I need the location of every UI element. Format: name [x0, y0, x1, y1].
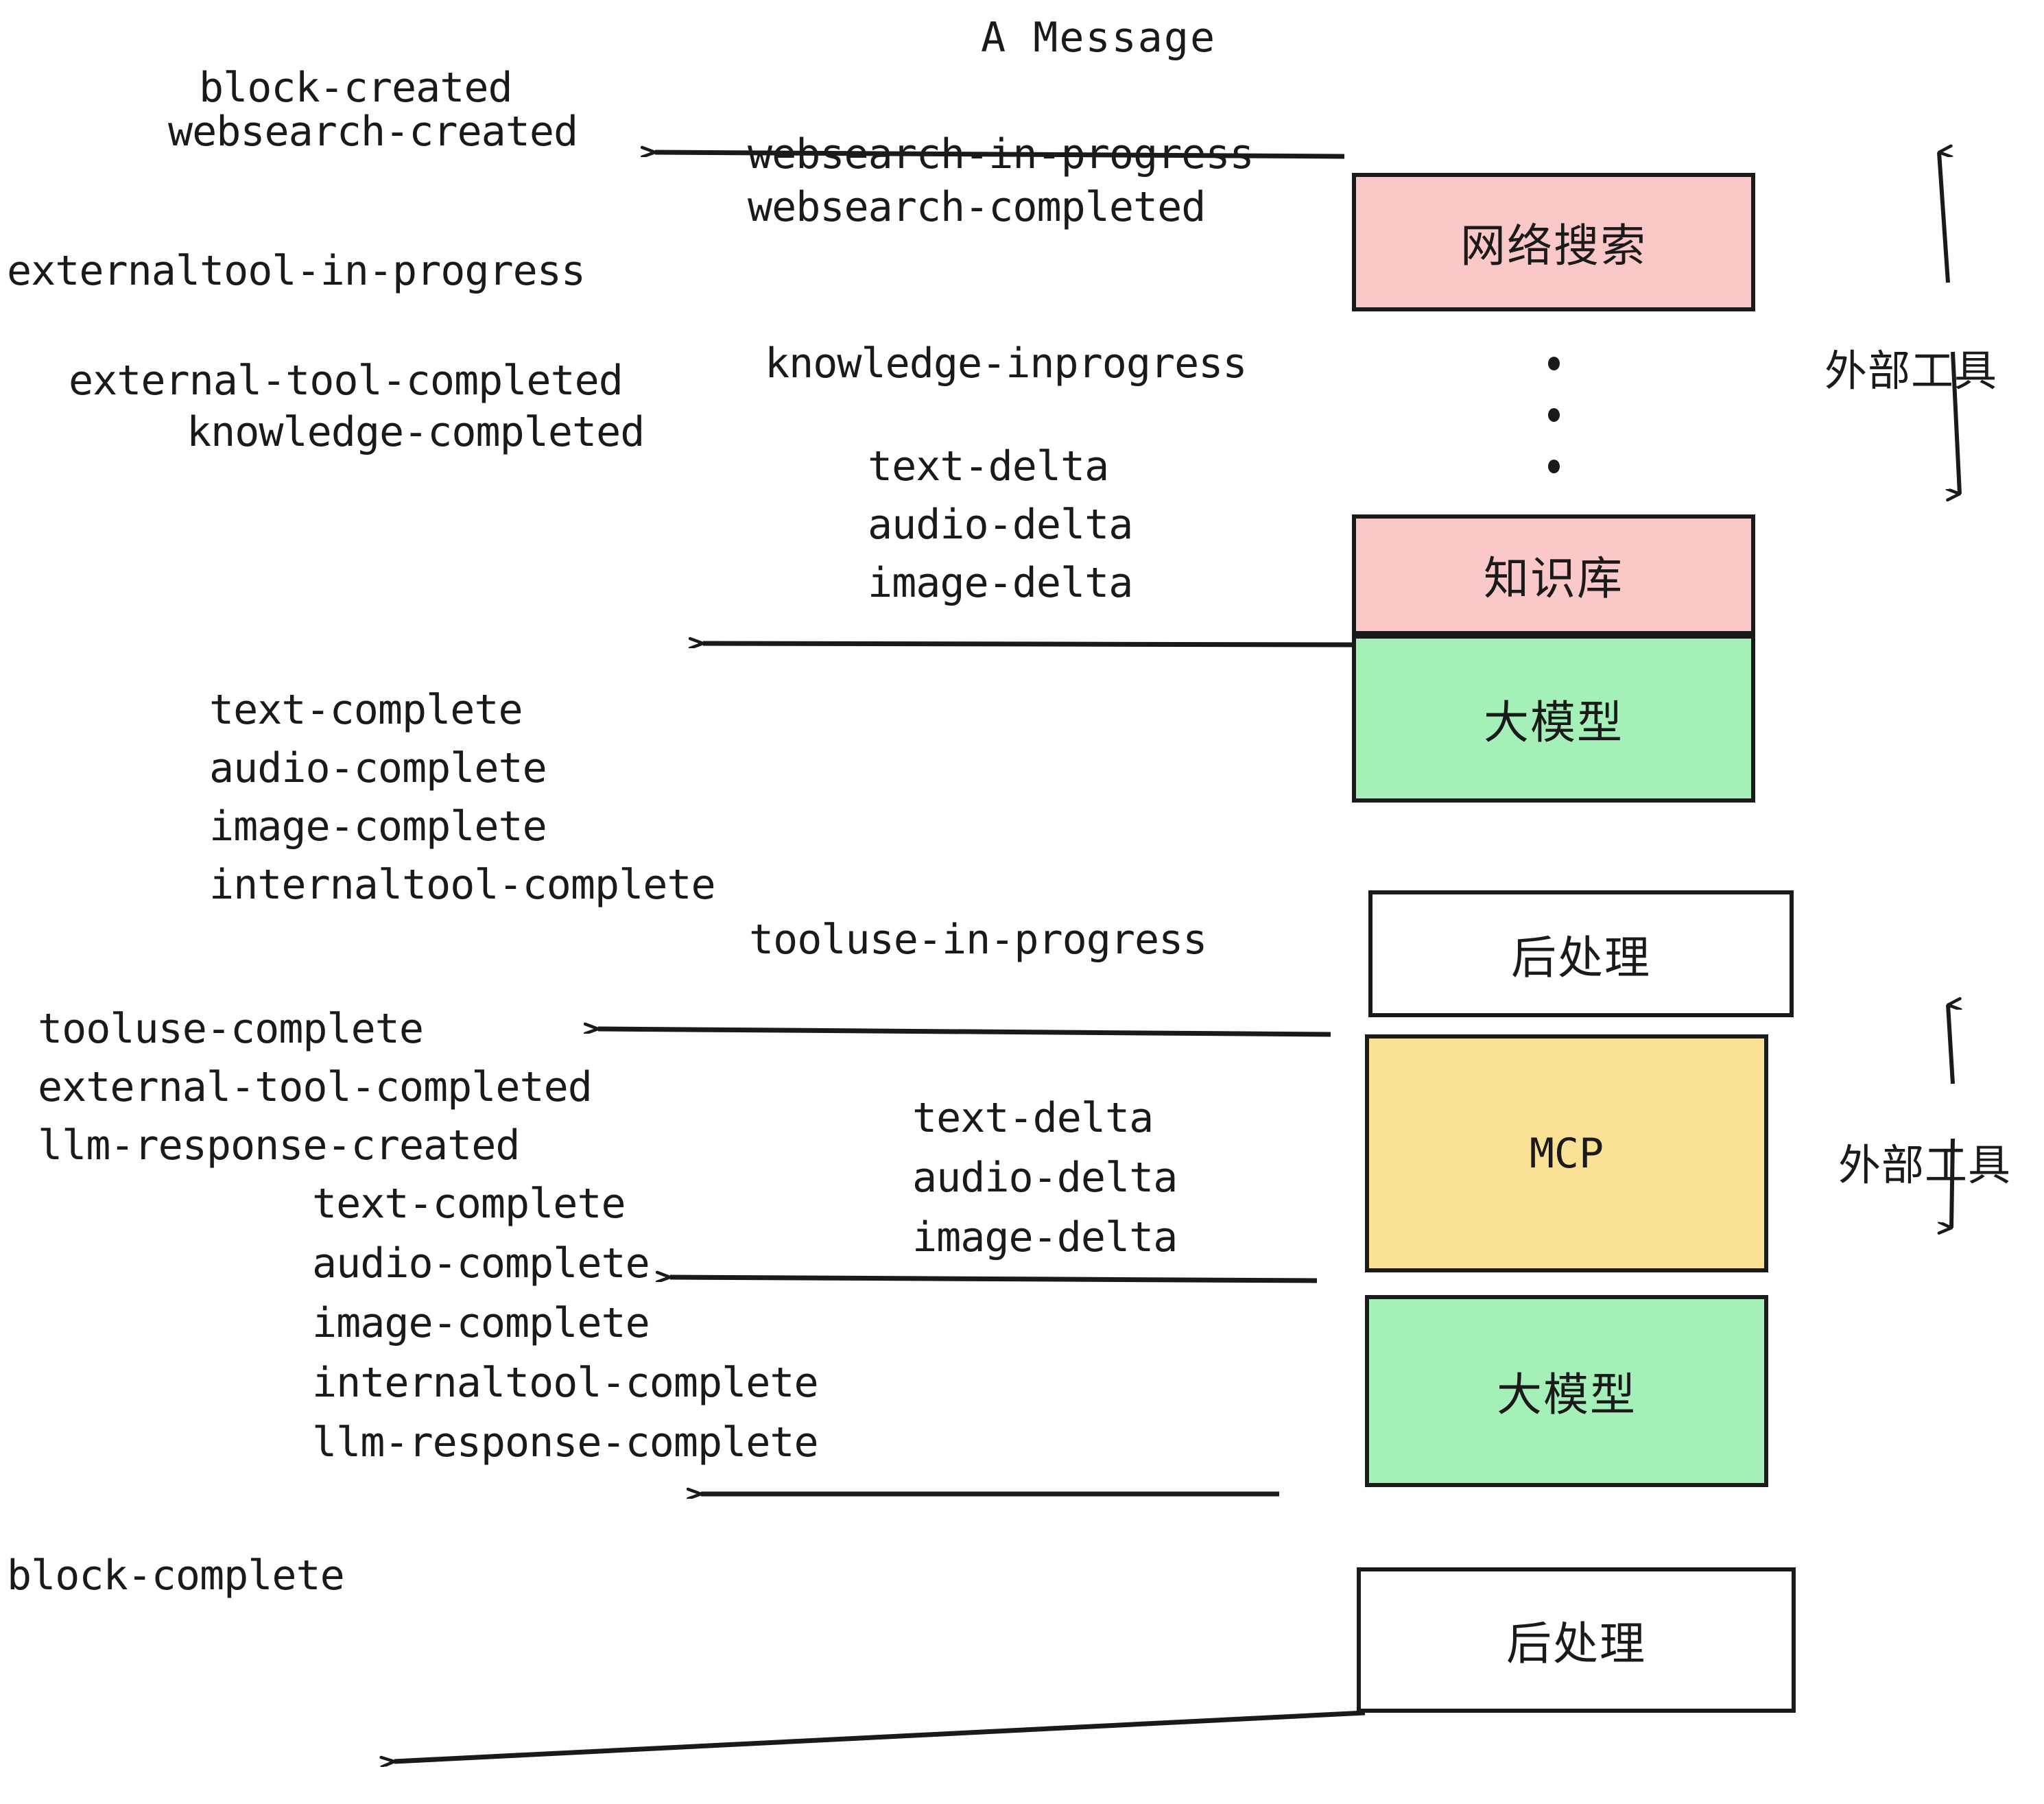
ellipsis-dot [1547, 460, 1560, 473]
event-label: block-complete [7, 1552, 345, 1600]
event-label: text-complete [209, 686, 523, 734]
event-label: audio-delta [868, 501, 1133, 549]
event-label: tooluse-complete [38, 1005, 424, 1053]
event-label: image-complete [312, 1299, 650, 1347]
event-label: websearch-created [168, 108, 578, 156]
component-box[interactable]: 后处理 [1368, 890, 1794, 1017]
scope-arrow-group [1937, 152, 1960, 1228]
event-label: websearch-in-progress [748, 130, 1255, 178]
event-label: internaltool-complete [209, 861, 716, 909]
event-label: websearch-completed [748, 183, 1206, 231]
tooluse-complete-arrow [670, 1277, 1318, 1283]
event-label: knowledge-inprogress [765, 340, 1247, 388]
scope-label: 外部工具 [1838, 1140, 2012, 1190]
ellipsis-dot [1547, 408, 1560, 422]
event-label: image-complete [209, 803, 547, 851]
external-tool-scope-up-top [1937, 152, 1948, 283]
component-box[interactable]: 后处理 [1357, 1567, 1796, 1713]
component-box[interactable]: 大模型 [1365, 1295, 1768, 1487]
event-label: text-complete [312, 1180, 626, 1228]
diagram-title: A Message [981, 14, 1217, 62]
event-label: llm-response-complete [312, 1419, 819, 1467]
event-label: text-delta [912, 1094, 1154, 1142]
component-box[interactable]: 知识库 [1352, 514, 1755, 635]
ellipsis-dot [1547, 357, 1560, 370]
event-label: internaltool-complete [312, 1359, 819, 1407]
event-label: text-delta [868, 442, 1109, 490]
event-label: audio-complete [312, 1239, 650, 1287]
component-box[interactable]: 大模型 [1352, 634, 1755, 803]
component-box[interactable]: 网络搜索 [1352, 173, 1755, 311]
event-label: llm-response-created [38, 1121, 520, 1170]
event-label: image-delta [912, 1213, 1178, 1261]
event-label: tooluse-in-progress [749, 916, 1207, 964]
component-box[interactable]: MCP [1365, 1034, 1768, 1272]
knowledge-completed-arrow [703, 643, 1355, 645]
external-tool-scope-up-bottom [1946, 1005, 1953, 1084]
image-complete-arrow [598, 1029, 1331, 1037]
event-label: block-created [199, 64, 513, 112]
ellipsis-dots [1547, 357, 1560, 473]
event-label: audio-complete [209, 744, 547, 792]
event-label: externaltool-in-progress [7, 247, 586, 295]
event-label: knowledge-completed [187, 408, 645, 456]
event-label: external-tool-completed [69, 357, 623, 405]
event-label: audio-delta [912, 1154, 1178, 1202]
scope-label: 外部工具 [1825, 346, 1998, 396]
block-complete-arrow [394, 1710, 1366, 1761]
event-label: external-tool-completed [38, 1063, 593, 1111]
event-label: image-delta [868, 559, 1133, 607]
